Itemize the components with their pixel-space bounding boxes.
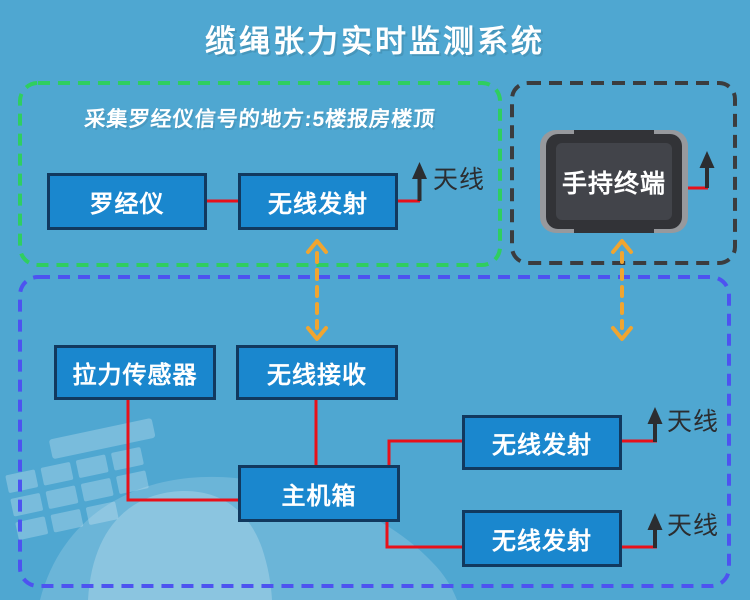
antenna-label-bottom: 天线 <box>667 512 720 540</box>
node-wireless-transmitter-1-label: 无线发射 <box>492 432 592 459</box>
node-wireless-transmitter-2: 无线发射 <box>462 510 622 567</box>
page-title: 缆绳张力实时监测系统 <box>205 24 545 59</box>
red-connectors <box>126 186 708 549</box>
node-gyrocompass-label: 罗经仪 <box>89 191 165 218</box>
node-tension-sensor: 拉力传感器 <box>54 345 216 400</box>
node-wireless-receiver-label: 无线接收 <box>267 362 367 389</box>
connector-mainbox-transmitter2 <box>385 520 462 549</box>
gyro-signal-group-frame <box>18 81 502 267</box>
handheld-terminal-device: 手持终端 <box>540 130 688 233</box>
node-gyrocompass: 罗经仪 <box>47 173 207 230</box>
node-main-cabinet: 主机箱 <box>238 465 400 522</box>
device-screen-label: 手持终端 <box>561 169 666 198</box>
antenna-label-top: 天线 <box>433 166 486 194</box>
device-bottom-edge <box>574 227 654 233</box>
device-screen: 手持终端 <box>556 143 672 220</box>
node-wireless-transmitter-2-label: 无线发射 <box>492 528 592 555</box>
antenna-arrow-terminal-icon <box>699 151 715 188</box>
antenna-label-mid: 天线 <box>667 408 720 436</box>
node-wireless-receiver: 无线接收 <box>236 345 398 400</box>
node-wireless-transmitter-top-label: 无线发射 <box>268 191 368 218</box>
device-top-edge <box>574 130 654 136</box>
gyro-group-caption: 采集罗经仪信号的地方:5楼报房楼顶 <box>83 108 437 131</box>
node-tension-sensor-label: 拉力传感器 <box>72 362 198 389</box>
node-wireless-transmitter-1: 无线发射 <box>462 415 622 470</box>
antenna-arrow-mid-icon <box>647 407 663 442</box>
node-wireless-transmitter-top: 无线发射 <box>238 173 398 230</box>
antenna-arrow-top-icon <box>412 162 427 201</box>
node-main-cabinet-label: 主机箱 <box>281 483 357 510</box>
antenna-arrows <box>412 151 715 548</box>
connector-sensor-mainbox <box>126 400 238 502</box>
connector-mainbox-transmitter1 <box>387 439 462 466</box>
wireless-link-arrow-left-icon <box>306 239 328 341</box>
wireless-link-arrow-right-icon <box>611 239 633 341</box>
antenna-arrow-bottom-icon <box>647 513 663 548</box>
wireless-link-arrows <box>306 239 633 341</box>
